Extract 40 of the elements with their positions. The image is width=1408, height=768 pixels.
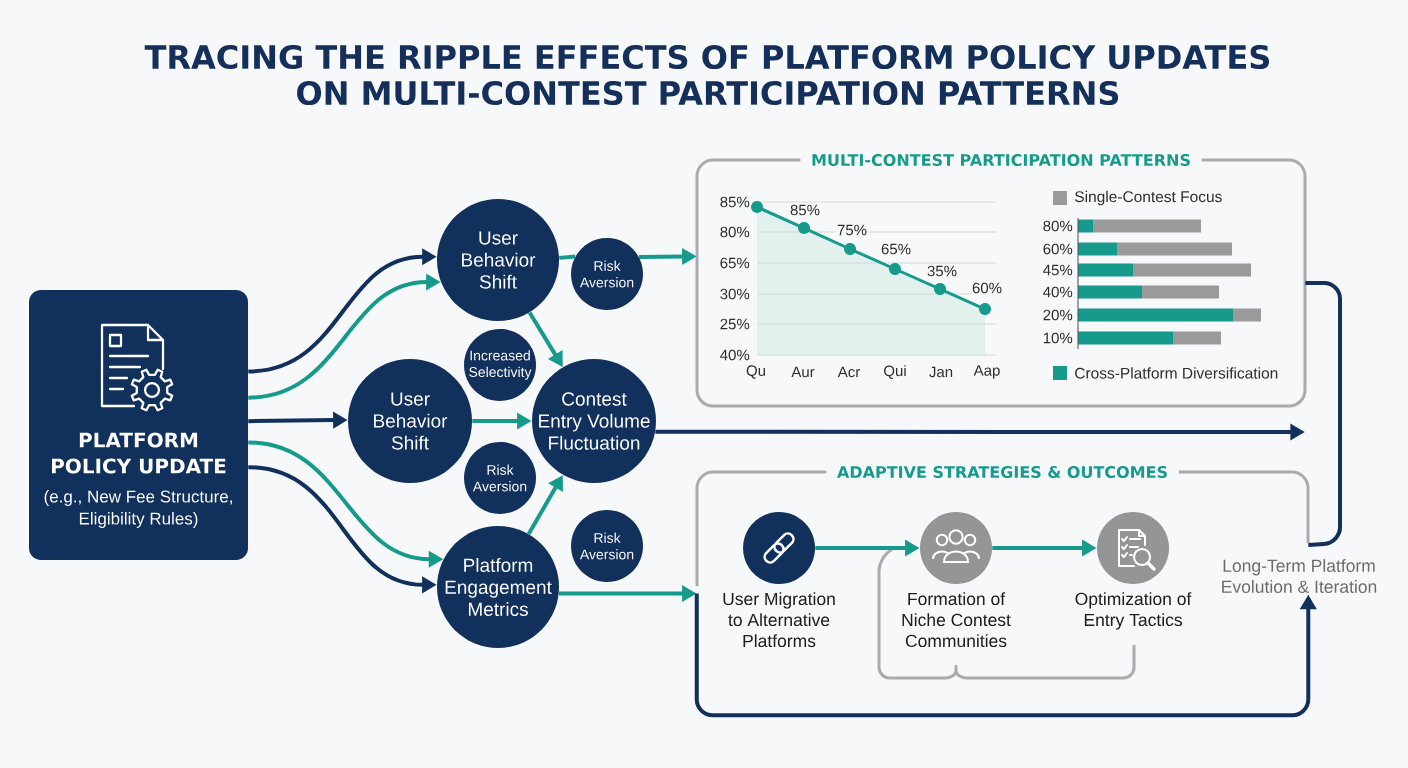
axis-label: Qu: [746, 365, 765, 379]
axis-label: Aap: [973, 365, 1000, 379]
node-label: Optimization of Entry Tactics: [1075, 592, 1192, 630]
circle-node: Risk Aversion: [464, 442, 536, 514]
axis-label: 45%: [1043, 264, 1073, 276]
axis-label: 40%: [1043, 286, 1073, 298]
axis-label: 40%: [720, 349, 750, 361]
axis-label: Acr: [837, 366, 860, 378]
axis-label: 25%: [720, 318, 750, 330]
axis-label: Aur: [791, 366, 815, 378]
axis-label: 60%: [1043, 243, 1073, 255]
circle-node: Platform Engagement Metrics: [437, 526, 559, 648]
data-label: 35%: [925, 264, 959, 278]
connector-line: [1305, 281, 1342, 548]
data-label: 65%: [879, 242, 913, 256]
policy-box: PLATFORM POLICY UPDATE (e.g., New Fee Structure, Eligibility Rules): [29, 290, 248, 560]
axis-label: 30%: [720, 288, 750, 300]
axis-label: 80%: [720, 226, 750, 238]
circle-node: Contest Entry Volume Fluctuation: [532, 359, 656, 483]
node-label: User Migration to Alternative Platforms: [723, 592, 835, 648]
connector-line: [559, 254, 576, 260]
node-label: ADAPTIVE STRATEGIES & OUTCOMES: [837, 465, 1167, 479]
axis-label: 65%: [720, 257, 750, 269]
circle-node: User Behavior Shift: [437, 199, 559, 321]
data-label: 75%: [835, 223, 869, 237]
axis-label: 20%: [1043, 309, 1073, 321]
circle-node: Risk Aversion: [571, 510, 643, 582]
title: TRACING THE RIPPLE EFFECTS OF PLATFORM POLICY UPDATES ON MULTI-CONTEST PARTICIPATION PATTERNS: [144, 44, 1269, 106]
data-label: 85%: [788, 203, 822, 217]
axis-label: 85%: [720, 196, 750, 208]
axis-label: Jan: [929, 366, 953, 378]
circle-node: Increased Selectivity: [464, 329, 536, 401]
axis-label: 10%: [1043, 332, 1073, 344]
axis-label: Qui: [884, 365, 906, 379]
circle-node: Risk Aversion: [571, 238, 643, 310]
data-label: 60%: [970, 281, 1004, 295]
legend-label: Single-Contest Focus: [1075, 190, 1222, 206]
legend-label: Cross-Platform Diversification: [1075, 367, 1278, 379]
node-label: Formation of Niche Contest Communities: [902, 592, 1011, 648]
axis-label: 80%: [1043, 220, 1073, 232]
